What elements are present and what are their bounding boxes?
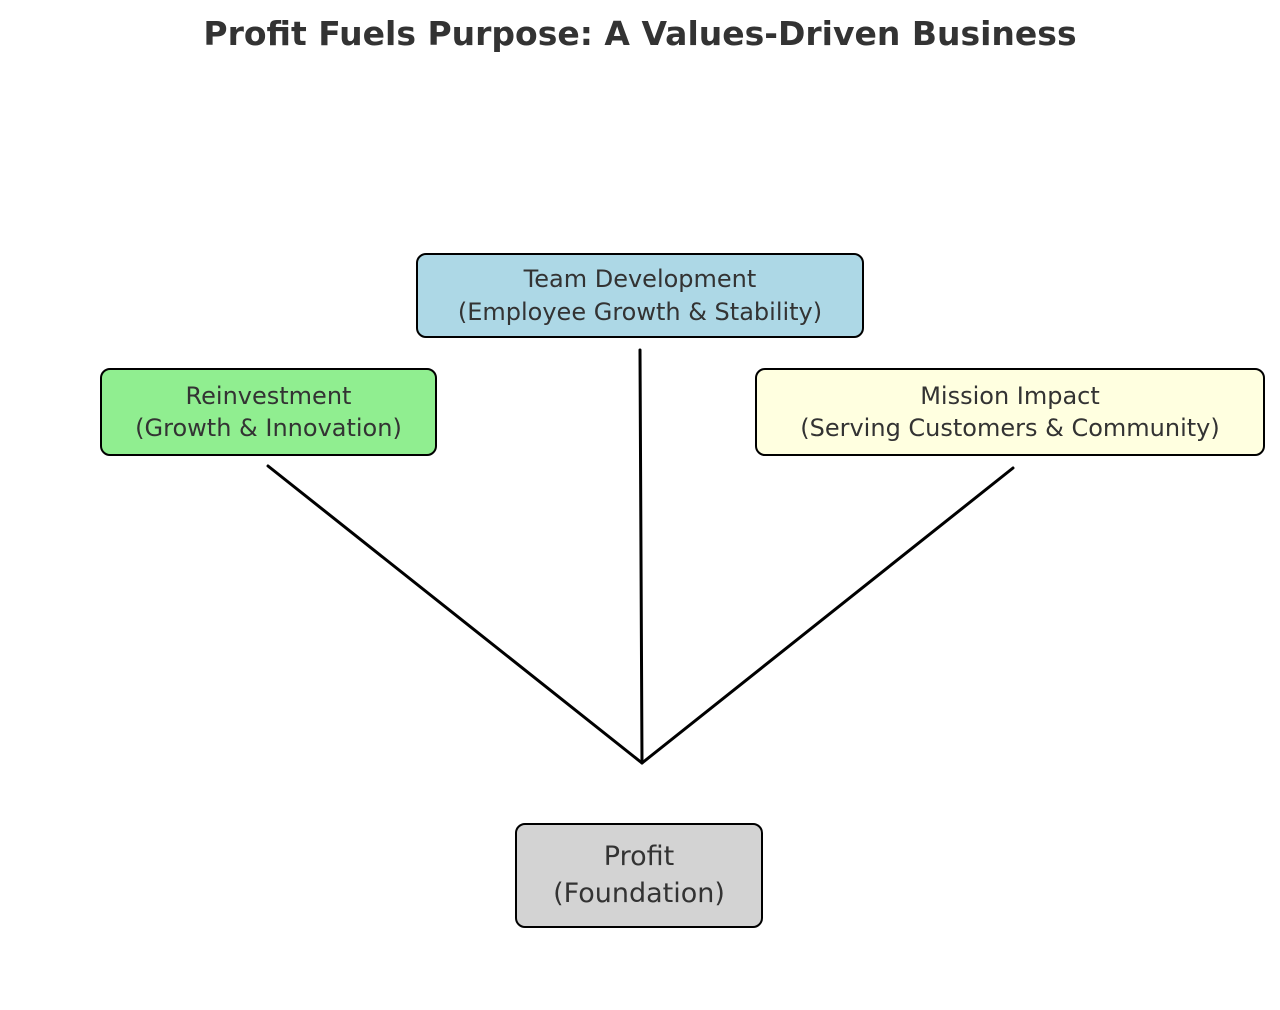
node-reinvestment: Reinvestment (Growth & Innovation) — [100, 368, 437, 456]
node-mission-impact-sublabel: (Serving Customers & Community) — [800, 414, 1220, 442]
node-profit-foundation-label: Profit — [603, 841, 675, 873]
node-mission-impact-label: Mission Impact — [920, 381, 1100, 410]
node-profit-foundation-sublabel: (Foundation) — [553, 877, 725, 909]
node-mission-impact: Mission Impact (Serving Customers & Comm… — [755, 368, 1265, 456]
connector-mission-to-profit — [640, 466, 1015, 765]
node-reinvestment-sublabel: (Growth & Innovation) — [135, 414, 402, 442]
node-team-development: Team Development (Employee Growth & Stab… — [416, 253, 864, 338]
diagram-title: Profit Fuels Purpose: A Values-Driven Bu… — [203, 14, 1077, 53]
node-team-development-label: Team Development — [523, 265, 757, 294]
connector-team-to-profit — [638, 348, 644, 765]
node-reinvestment-label: Reinvestment — [185, 381, 352, 410]
node-profit-foundation: Profit (Foundation) — [515, 823, 763, 928]
connector-reinvestment-to-profit — [266, 464, 644, 765]
node-team-development-sublabel: (Employee Growth & Stability) — [457, 297, 823, 326]
